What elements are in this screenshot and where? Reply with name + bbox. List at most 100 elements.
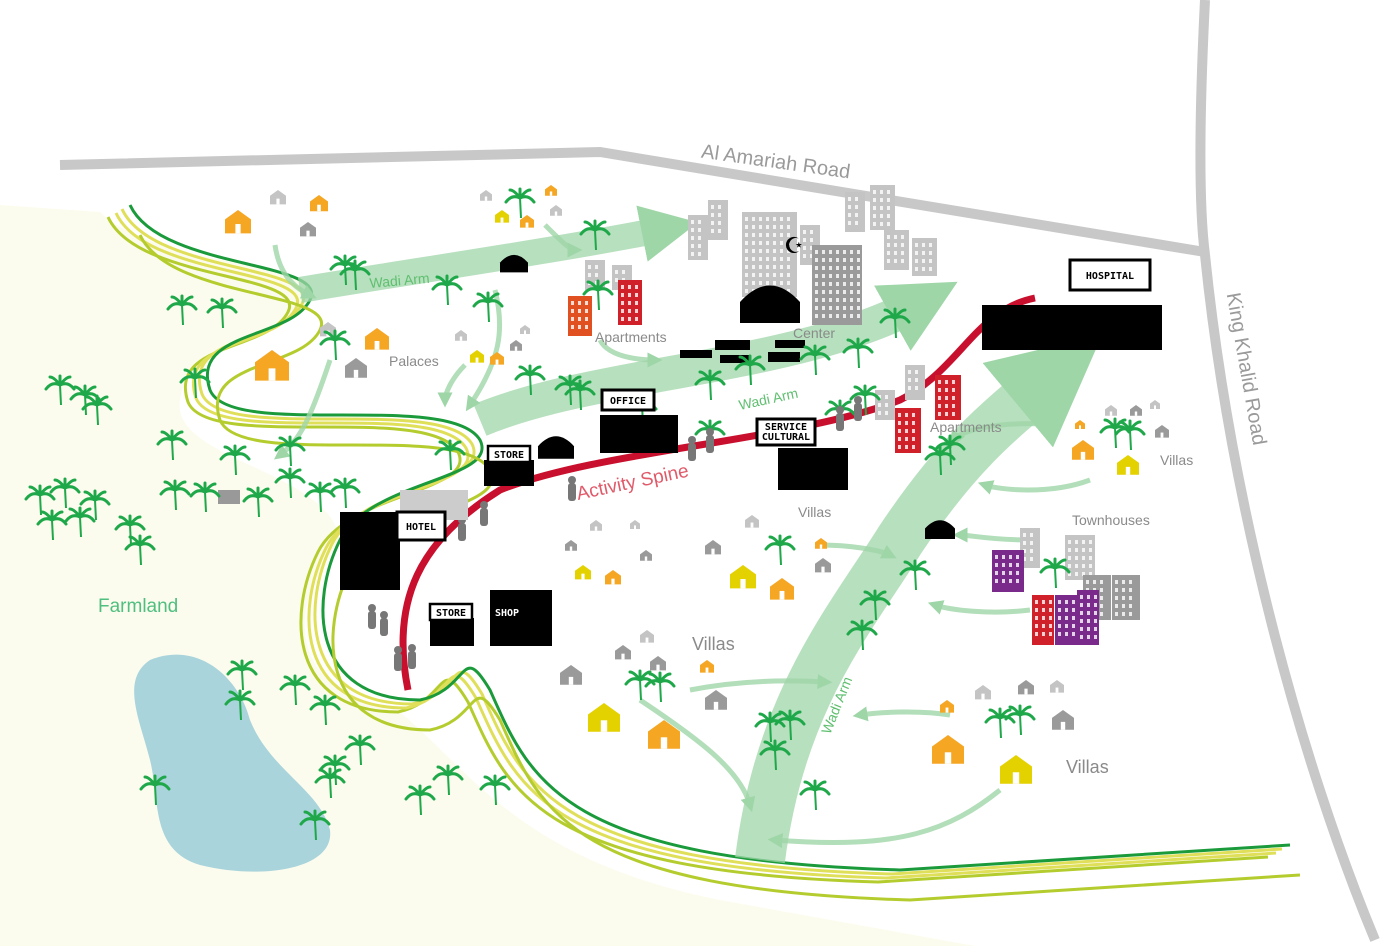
house-icon bbox=[1052, 710, 1074, 730]
person-head bbox=[706, 428, 714, 436]
palm-trunk bbox=[939, 454, 942, 476]
palm-trunk bbox=[181, 304, 184, 326]
palm-trunk bbox=[239, 699, 242, 721]
window bbox=[635, 317, 638, 321]
mosque-icon bbox=[740, 285, 800, 323]
window bbox=[718, 221, 721, 225]
window bbox=[691, 236, 694, 240]
window bbox=[1082, 540, 1085, 544]
window bbox=[1035, 600, 1038, 604]
house-icon bbox=[1130, 405, 1142, 416]
window bbox=[787, 249, 790, 253]
window bbox=[752, 217, 755, 221]
house-door bbox=[821, 566, 825, 573]
palm-tree-icon bbox=[224, 689, 256, 706]
window bbox=[1094, 627, 1097, 631]
window bbox=[912, 445, 915, 449]
window bbox=[1058, 624, 1061, 628]
window bbox=[585, 325, 588, 329]
window bbox=[857, 274, 860, 278]
window bbox=[829, 258, 832, 262]
window bbox=[829, 282, 832, 286]
window bbox=[887, 222, 890, 226]
low-building bbox=[768, 352, 800, 362]
window bbox=[829, 290, 832, 294]
house-door bbox=[981, 693, 985, 700]
palm-tree-icon bbox=[166, 294, 198, 311]
house-icon bbox=[630, 520, 640, 529]
house-icon bbox=[545, 185, 557, 196]
palm-tree-icon bbox=[81, 394, 113, 411]
window bbox=[898, 429, 901, 433]
person-head bbox=[368, 604, 376, 612]
window bbox=[578, 317, 581, 321]
window bbox=[773, 225, 776, 229]
window bbox=[843, 274, 846, 278]
palm-tree-icon bbox=[764, 534, 796, 551]
window bbox=[952, 396, 955, 400]
house-door bbox=[944, 752, 952, 764]
window bbox=[621, 309, 624, 313]
window bbox=[745, 257, 748, 261]
house-icon bbox=[490, 352, 504, 365]
house-door bbox=[713, 701, 719, 710]
window bbox=[628, 317, 631, 321]
house-door bbox=[353, 369, 359, 378]
house-door bbox=[459, 336, 463, 341]
palm-trunk bbox=[569, 384, 572, 406]
palm-tree-icon bbox=[299, 809, 331, 826]
window bbox=[915, 259, 918, 263]
window bbox=[588, 273, 591, 277]
house-door bbox=[554, 211, 558, 216]
service-sign-line1: SERVICE bbox=[765, 422, 807, 433]
palm-tree-icon bbox=[279, 674, 311, 691]
palm-tree-icon bbox=[582, 279, 614, 296]
window bbox=[1030, 533, 1033, 537]
window bbox=[1100, 596, 1103, 600]
house-door bbox=[594, 526, 598, 531]
window bbox=[1122, 604, 1125, 608]
window bbox=[766, 257, 769, 261]
window bbox=[1094, 619, 1097, 623]
window bbox=[1035, 632, 1038, 636]
house-door bbox=[514, 346, 518, 351]
window bbox=[1089, 556, 1092, 560]
window bbox=[1122, 588, 1125, 592]
palm-trunk bbox=[294, 684, 297, 706]
window bbox=[1068, 572, 1071, 576]
palm-tree-icon bbox=[624, 669, 656, 686]
house-icon bbox=[565, 540, 577, 551]
window bbox=[915, 243, 918, 247]
window bbox=[1058, 608, 1061, 612]
window bbox=[1115, 580, 1118, 584]
window bbox=[1072, 616, 1075, 620]
window bbox=[803, 254, 806, 258]
palm-trunk bbox=[519, 197, 522, 219]
window bbox=[843, 314, 846, 318]
window bbox=[836, 282, 839, 286]
window bbox=[787, 281, 790, 285]
window bbox=[945, 404, 948, 408]
palm-tree-icon bbox=[319, 754, 351, 771]
house-icon bbox=[605, 570, 621, 585]
house-icon bbox=[770, 578, 794, 600]
house-door bbox=[276, 198, 280, 205]
window bbox=[766, 265, 769, 269]
window bbox=[628, 301, 631, 305]
house-icon bbox=[1105, 405, 1117, 416]
palm-trunk bbox=[864, 394, 867, 416]
window bbox=[745, 225, 748, 229]
window bbox=[1082, 548, 1085, 552]
house-door bbox=[1060, 721, 1066, 730]
palm-trunk bbox=[789, 719, 792, 741]
window bbox=[1042, 616, 1045, 620]
window bbox=[857, 258, 860, 262]
person-head bbox=[836, 406, 844, 414]
feeder-arrow bbox=[852, 706, 951, 722]
window bbox=[912, 437, 915, 441]
window bbox=[938, 388, 941, 392]
window bbox=[759, 233, 762, 237]
window bbox=[1009, 579, 1012, 583]
hotel: HOTEL bbox=[340, 490, 468, 590]
